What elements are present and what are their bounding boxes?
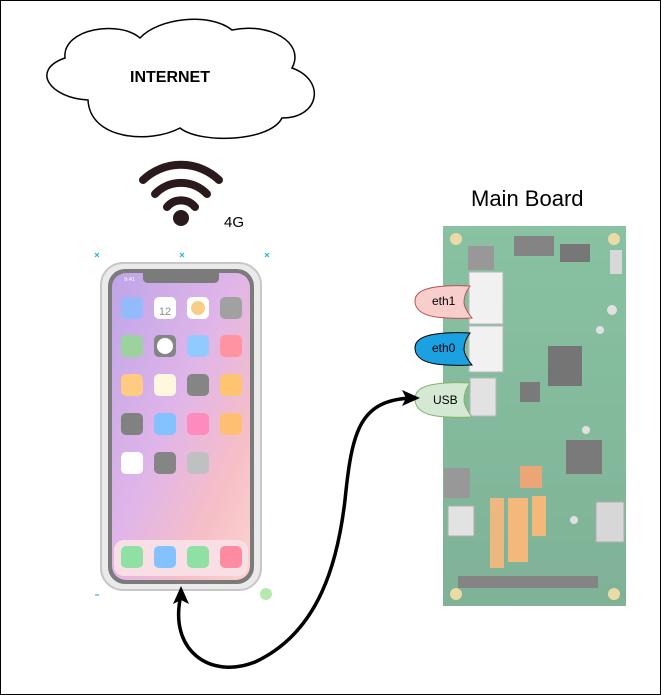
svg-text:9:41: 9:41 (124, 277, 135, 283)
cable-arrowhead-top (173, 586, 189, 604)
svg-text:12: 12 (159, 306, 171, 318)
resize-handle[interactable] (260, 588, 272, 600)
selection-handles (94, 252, 270, 596)
cloud-icon (46, 18, 316, 140)
wifi-icon (139, 160, 223, 226)
cable-arrow-icon (176, 396, 414, 669)
usb-label: USB (433, 393, 458, 407)
cellular-label: 4G (224, 214, 245, 231)
circuit-board-icon (443, 226, 626, 606)
eth0-label: eth0 (432, 341, 456, 355)
internet-label: INTERNET (130, 69, 210, 86)
smartphone-icon: 9:41 12 (100, 262, 262, 591)
board-title: Main Board (471, 186, 584, 211)
eth1-port[interactable] (414, 285, 474, 319)
cable-arrowhead-right (402, 390, 420, 406)
eth0-port[interactable] (414, 332, 474, 366)
usb-port[interactable] (414, 382, 473, 418)
eth1-label: eth1 (432, 294, 456, 308)
